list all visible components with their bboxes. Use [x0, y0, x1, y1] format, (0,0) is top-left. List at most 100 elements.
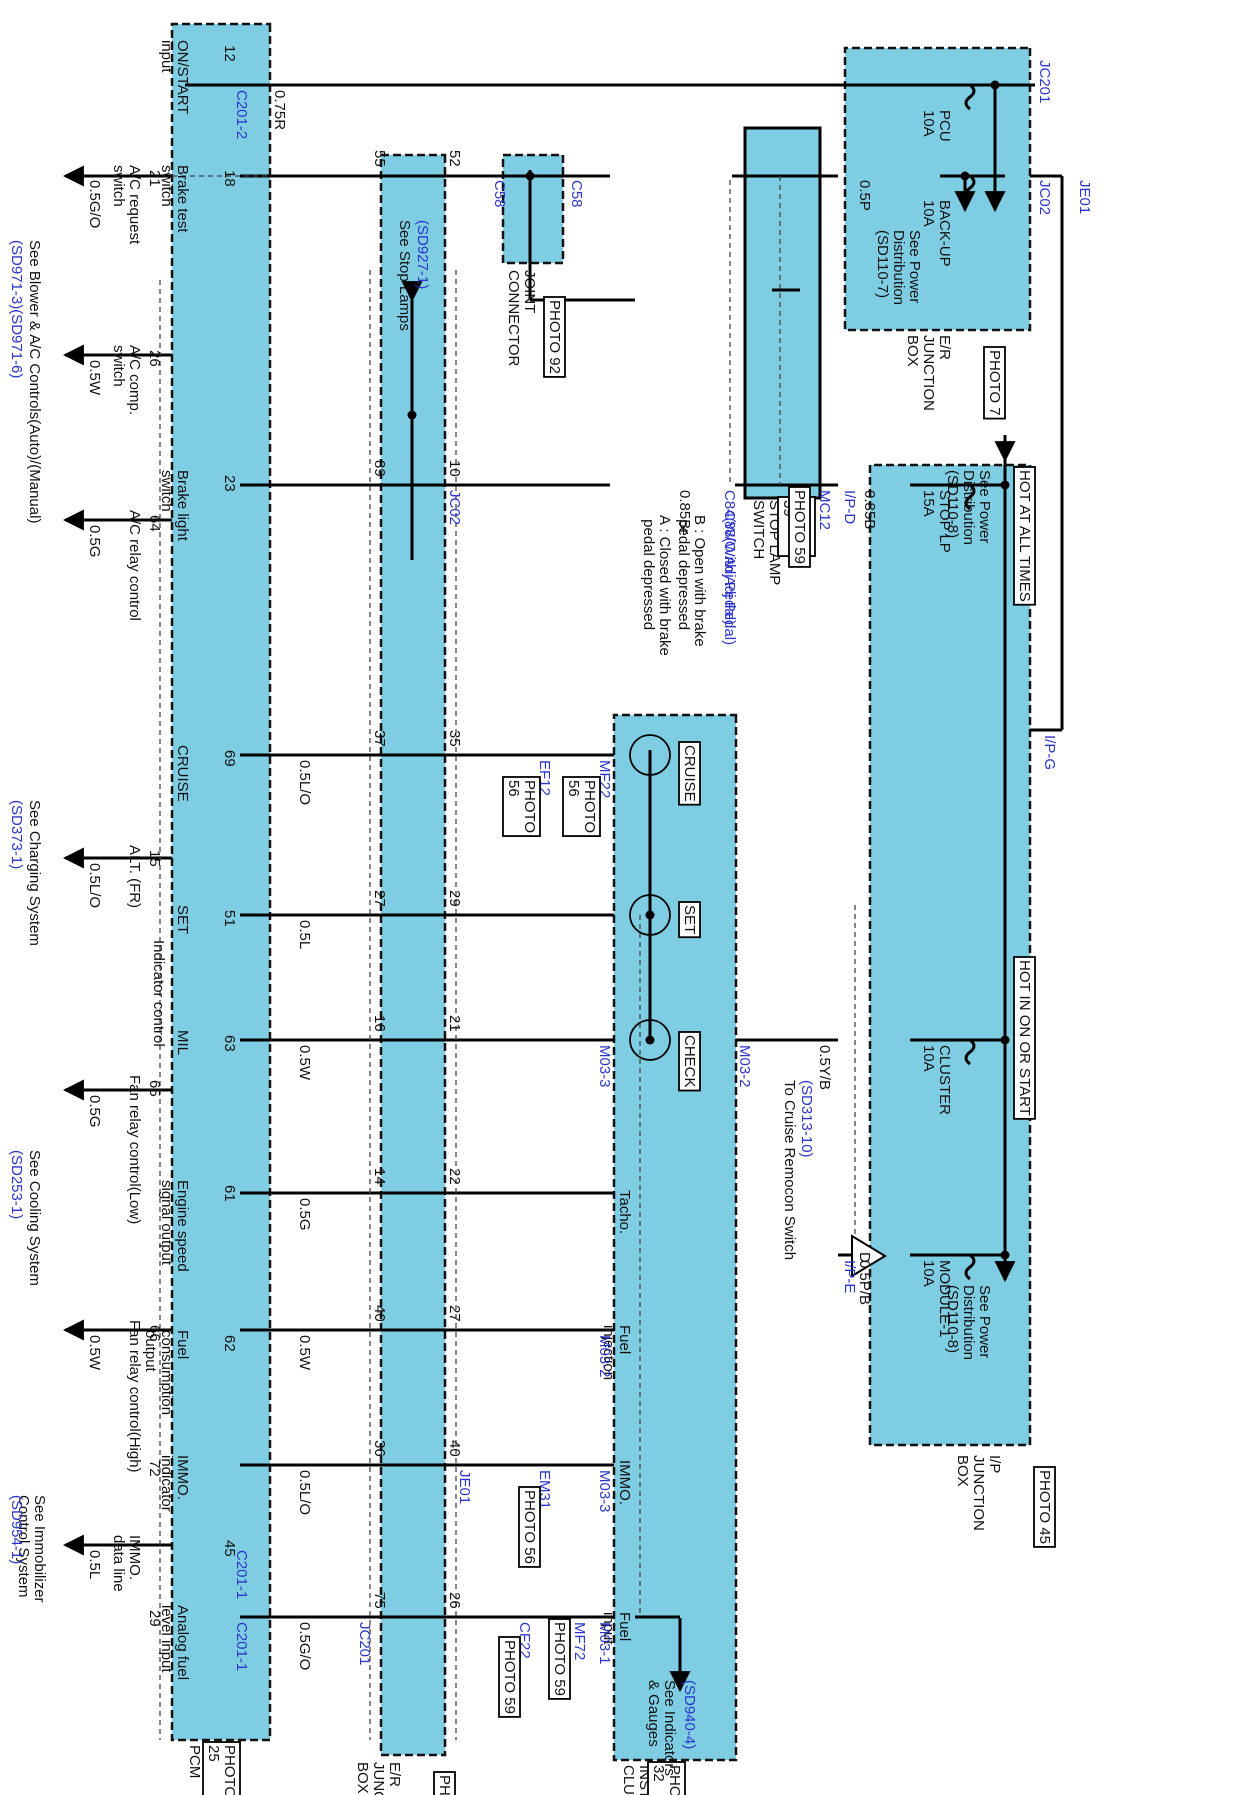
- er-right-title: E/RJUNCTIONBOX: [904, 335, 953, 411]
- connector-jc02: JC02: [446, 490, 463, 525]
- jc02-pin: 35: [446, 730, 463, 747]
- lamp-label-check-frame: [678, 1031, 701, 1092]
- cluster-photo: PHOTO32: [650, 1765, 683, 1795]
- pcm-pin-number: 72: [146, 1460, 163, 1477]
- jc02-pin: 29: [446, 890, 463, 907]
- pcm-box: [170, 22, 272, 1742]
- cf22-photo-frame: [498, 1636, 521, 1718]
- wire-label: 0.5L/O: [296, 760, 313, 805]
- pcm-pin-number: 61: [221, 1185, 238, 1202]
- signal-tacho: Tacho.: [616, 1190, 633, 1234]
- er-power-ref: See PowerDistribution(SD110-7): [874, 230, 923, 305]
- connector-c201-1-b: C201-1: [233, 1622, 250, 1671]
- er-left-pin: 16: [371, 1015, 388, 1032]
- pcm-pin-number: 15: [146, 850, 163, 867]
- wire-label: 0.5W: [296, 1335, 313, 1371]
- pcm-pin-number: 26: [146, 350, 163, 367]
- pcm-pin-number: 64: [146, 515, 163, 532]
- pcm-pin-label: MIL: [174, 1030, 191, 1055]
- instrument-cluster-box: [612, 713, 738, 1762]
- pcm-pin-label: ALT. (FR): [126, 845, 143, 908]
- pcm-pin-number: 69: [221, 750, 238, 767]
- mf22-photo-frame: [562, 776, 601, 837]
- stop-lamps-ref: See Stop Lamps: [396, 220, 413, 331]
- em31-photo-frame: [518, 1486, 541, 1568]
- joint-connector-box: [501, 153, 565, 265]
- mf72-photo: PHOTO 59: [551, 1622, 568, 1696]
- pcm-pin-label: SET: [174, 905, 191, 934]
- signal-fuel-injection: Fuelinjection: [600, 1325, 633, 1380]
- er-left-photo: PHOTO 7: [436, 1775, 453, 1795]
- er-left-photo-frame: [433, 1771, 456, 1795]
- lamp-label-cruise: CRUISE: [681, 745, 698, 802]
- connector-c88: C88(With Adj Pedal): [721, 510, 738, 645]
- pcm-pin-label: Fan relay control(Low): [126, 1075, 143, 1224]
- hot-at-all-times-frame: [1013, 466, 1036, 606]
- connector-jc201-r: JC201: [1036, 60, 1053, 103]
- connector-je01-b: JE01: [456, 1470, 473, 1504]
- pcm-pin-number: 29: [146, 1610, 163, 1627]
- wire-label: 0.5P: [856, 180, 873, 211]
- pcm-pin-label: Brake lightswitch: [158, 470, 191, 542]
- er-right-photo-frame: [983, 346, 1006, 420]
- connector-jc201: JC201: [356, 1622, 373, 1665]
- ref-immobilizer-code: (SD954-1): [8, 1495, 25, 1564]
- ip-power-ref-2: See PowerDistribution(SD110-8): [944, 1285, 993, 1360]
- pcm-title: PCM: [186, 1745, 203, 1778]
- wire-label: 0.5L: [86, 1550, 103, 1579]
- ef12-photo-frame: [502, 776, 541, 837]
- er-left-pin: 27: [371, 890, 388, 907]
- er-left-pin: 36: [371, 1440, 388, 1457]
- pcm-pin-label: CRUISE: [174, 745, 191, 802]
- wire-label: 0.5P/B: [856, 1260, 873, 1305]
- mil-lamp-icon: [629, 1019, 671, 1061]
- fuse-pcu: PCU10A: [920, 110, 953, 142]
- cruise-lamp-icon: [629, 734, 671, 776]
- hot-in-on-or-start-frame: [1013, 956, 1036, 1120]
- wire-label: 0.5W: [296, 1045, 313, 1081]
- mf72-photo-frame: [548, 1618, 571, 1700]
- wire-label: 0.5Y/B: [816, 1045, 833, 1090]
- connector-m03-3-b: M03-3: [596, 1470, 613, 1513]
- jc02-pin: 26: [446, 1592, 463, 1609]
- fuse-module-1: MODULE-110A: [920, 1260, 953, 1338]
- ref-cooling: See Cooling System: [26, 1150, 43, 1286]
- wire-label: 0.5G/O: [86, 180, 103, 228]
- wire-label: 0.5L: [296, 920, 313, 949]
- wire-label: 0.5G: [296, 1198, 313, 1231]
- ref-blower-code: (SD971-3)(SD971-6): [8, 240, 25, 378]
- er-right-photo: PHOTO 7: [986, 350, 1003, 416]
- wire-label: 0.5G: [86, 525, 103, 558]
- wire-label: 0.75R: [271, 90, 288, 130]
- hot-in-on-or-start: HOT IN ON OR START: [1016, 960, 1033, 1116]
- pcm-pin-label: Analog fuellevel input: [158, 1605, 191, 1680]
- pcm-pin-number: 45: [221, 1540, 238, 1557]
- connector-mc12: MC12: [816, 490, 833, 530]
- er-left-pin: 75: [371, 1592, 388, 1609]
- pcm-pin-number: 62: [221, 1335, 238, 1352]
- pcm-pin-label: A/C relay control: [126, 510, 143, 621]
- ref-d-tag: D: [856, 1252, 873, 1263]
- ref-immobilizer: See ImmobilizerControl System: [15, 1495, 48, 1603]
- pcm-pin-label: Brake testswitch: [158, 165, 191, 233]
- pcm-pin-number: 23: [221, 475, 238, 492]
- connector-m03-2: M03-2: [596, 1335, 613, 1378]
- pcm-pin-label: Fan relay control(High): [126, 1320, 143, 1473]
- ip-box-photo: PHOTO 45: [1036, 1470, 1053, 1544]
- pcm-pin-label: IMMO.data line: [110, 1535, 143, 1592]
- ip-box-title: I/PJUNCTIONBOX: [954, 1455, 1003, 1531]
- connector-c201-2: C201-2: [233, 90, 250, 139]
- cluster-photo-frame: [647, 1761, 686, 1795]
- connector-c84: C84(W/O Adj Pedal): [721, 490, 738, 625]
- jc02-pin: 22: [446, 1168, 463, 1185]
- pcm-pin-number: 51: [221, 910, 238, 927]
- pcm-photo: PHOTO25: [205, 1745, 238, 1795]
- pcm-pin-label: A/C comp.switch: [110, 345, 143, 415]
- pcm-pin-label: Fuelconsumptionoutput: [142, 1330, 191, 1415]
- stop-lamps-ref-code: (SD927-1): [414, 220, 431, 289]
- connector-m03-1: M03-1: [596, 1622, 613, 1665]
- mf22-photo: PHOTO56: [565, 780, 598, 833]
- switch-note-b: B : Open with brake pedal depressed: [675, 515, 708, 647]
- stop-lamp-switch-box: [743, 126, 822, 500]
- pcm-pin-label: ON/STARTinput: [158, 40, 191, 114]
